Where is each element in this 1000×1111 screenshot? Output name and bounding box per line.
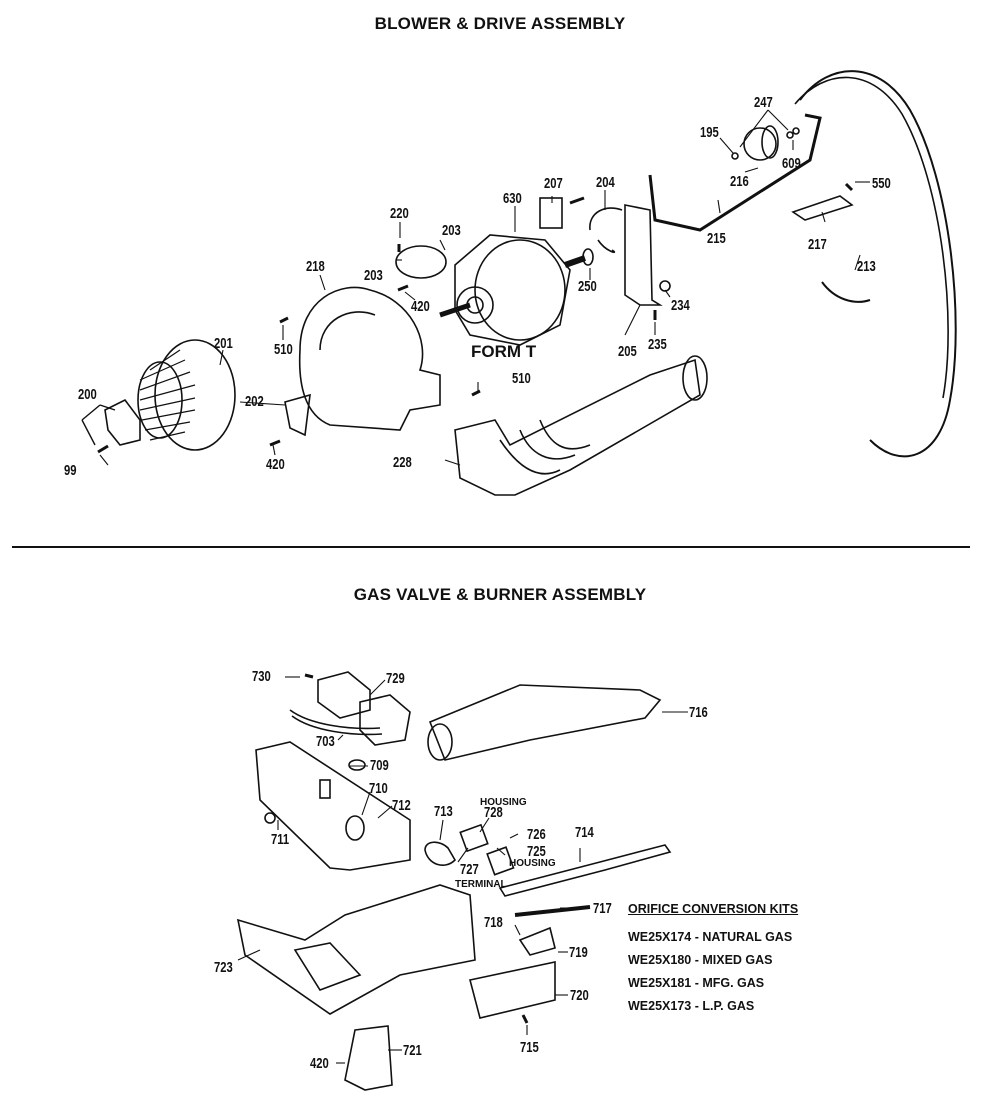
orifice-kit-row: WE25X173 - L.P. GAS bbox=[628, 999, 755, 1013]
form-t-label: FORM T bbox=[471, 342, 537, 361]
part-label: 201 bbox=[214, 335, 233, 352]
blower-seal-202 bbox=[284, 393, 311, 437]
part-label: 247 bbox=[754, 94, 773, 111]
motor-clamp-204 bbox=[589, 207, 623, 254]
part-label: 609 bbox=[782, 155, 801, 172]
part-label: 99 bbox=[64, 462, 77, 479]
part-label: 218 bbox=[306, 258, 325, 275]
part-label: 202 bbox=[245, 393, 264, 410]
part-label: 235 bbox=[648, 336, 667, 353]
part-label: 726 bbox=[527, 826, 546, 843]
section-divider bbox=[12, 546, 970, 548]
part-label: 711 bbox=[271, 831, 290, 848]
orifice-kits-title: ORIFICE CONVERSION KITS bbox=[628, 902, 799, 916]
motor-mount-205 bbox=[624, 204, 663, 306]
part-label: 716 bbox=[689, 704, 708, 721]
part-label: 712 bbox=[392, 797, 411, 814]
part-label: 721 bbox=[403, 1042, 422, 1059]
drive-belt-213 bbox=[799, 70, 957, 458]
motor-ring-203 bbox=[395, 245, 447, 279]
part-label: 205 bbox=[618, 343, 637, 360]
orifice-kit-row: WE25X180 - MIXED GAS bbox=[628, 953, 773, 967]
kit-part-number: WE25X180 bbox=[628, 953, 692, 967]
kit-description: NATURAL GAS bbox=[702, 930, 793, 944]
burner-tube-716 bbox=[428, 684, 662, 761]
gas-valve-712 bbox=[255, 741, 411, 871]
part-label: 234 bbox=[671, 297, 690, 314]
part-label: 250 bbox=[578, 278, 597, 295]
part-label: 203 bbox=[442, 222, 461, 239]
part-label: 713 bbox=[434, 803, 453, 820]
part-label: 213 bbox=[857, 258, 876, 275]
housing-725 bbox=[486, 846, 515, 876]
igniter-tube-714 bbox=[498, 844, 672, 897]
part-label: 719 bbox=[569, 944, 588, 961]
kit-part-number: WE25X173 bbox=[628, 999, 692, 1013]
orifice-kit-row: WE25X174 - NATURAL GAS bbox=[628, 930, 793, 944]
part-label: 420 bbox=[411, 298, 430, 315]
terminal-label: TERMINAL bbox=[455, 879, 507, 890]
motor-switch-207 bbox=[539, 197, 563, 229]
blower-assembly-title: BLOWER & DRIVE ASSEMBLY bbox=[374, 14, 626, 33]
part-label: 715 bbox=[520, 1039, 539, 1056]
motor-630 bbox=[454, 234, 571, 346]
shield-720 bbox=[469, 961, 556, 1019]
part-label: 200 bbox=[78, 386, 97, 403]
kit-part-number: WE25X181 bbox=[628, 976, 692, 990]
part-label: 217 bbox=[808, 236, 827, 253]
housing-label: HOUSING bbox=[509, 858, 556, 869]
part-label: 714 bbox=[575, 824, 594, 841]
part-label: 216 bbox=[730, 173, 749, 190]
kit-description: L.P. GAS bbox=[702, 999, 755, 1013]
igniter-719 bbox=[518, 926, 556, 956]
part-label: 720 bbox=[570, 987, 589, 1004]
part-label: 730 bbox=[252, 668, 271, 685]
part-label: 725 bbox=[527, 843, 546, 860]
housing-label: HOUSING bbox=[480, 797, 527, 808]
part-label: 710 bbox=[369, 780, 388, 797]
part-label: 204 bbox=[596, 174, 615, 191]
valve-elbow-713 bbox=[424, 841, 457, 866]
valve-coil-729 bbox=[317, 671, 371, 719]
part-label: 420 bbox=[310, 1055, 329, 1072]
bracket-721 bbox=[344, 1025, 393, 1091]
part-label: 718 bbox=[484, 914, 503, 931]
kit-description: MIXED GAS bbox=[702, 953, 773, 967]
part-label: 703 bbox=[316, 733, 335, 750]
part-label: 203 bbox=[364, 267, 383, 284]
part-label: 228 bbox=[393, 454, 412, 471]
part-label: 709 bbox=[370, 757, 389, 774]
kit-part-number: WE25X174 bbox=[628, 930, 692, 944]
part-label: 510 bbox=[274, 341, 293, 358]
part-label: 723 bbox=[214, 959, 233, 976]
idler-bracket-217 bbox=[791, 195, 854, 221]
part-label: 728 bbox=[484, 804, 503, 821]
part-label: 215 bbox=[707, 230, 726, 247]
part-label: 195 bbox=[700, 124, 719, 141]
part-label: 550 bbox=[872, 175, 891, 192]
idler-arm-215 bbox=[648, 113, 822, 232]
kit-description: MFG. GAS bbox=[702, 976, 765, 990]
part-label: 220 bbox=[390, 205, 409, 222]
part-label: 510 bbox=[512, 370, 531, 387]
blower-housing-218 bbox=[298, 286, 441, 431]
part-label: 420 bbox=[266, 456, 285, 473]
orifice-conversion-kits: ORIFICE CONVERSION KITS WE25X174 - NATUR… bbox=[628, 902, 798, 1022]
orifice-kit-row: WE25X181 - MFG. GAS bbox=[628, 976, 765, 990]
part-label: 727 bbox=[460, 861, 479, 878]
gas-valve-assembly-title: GAS VALVE & BURNER ASSEMBLY bbox=[353, 585, 647, 604]
part-label: 207 bbox=[544, 175, 563, 192]
housing-728 bbox=[459, 823, 489, 853]
part-label: 729 bbox=[386, 670, 405, 687]
part-label: 717 bbox=[593, 900, 612, 917]
exhaust-duct-228 bbox=[454, 358, 701, 496]
drive-belt-inner bbox=[794, 76, 949, 399]
blower-wheel-201 bbox=[154, 339, 236, 451]
idler-pulley-216 bbox=[743, 127, 777, 161]
blower-wheel-clip-200 bbox=[104, 398, 141, 446]
part-label: 630 bbox=[503, 190, 522, 207]
burner-base-723 bbox=[236, 884, 476, 1015]
